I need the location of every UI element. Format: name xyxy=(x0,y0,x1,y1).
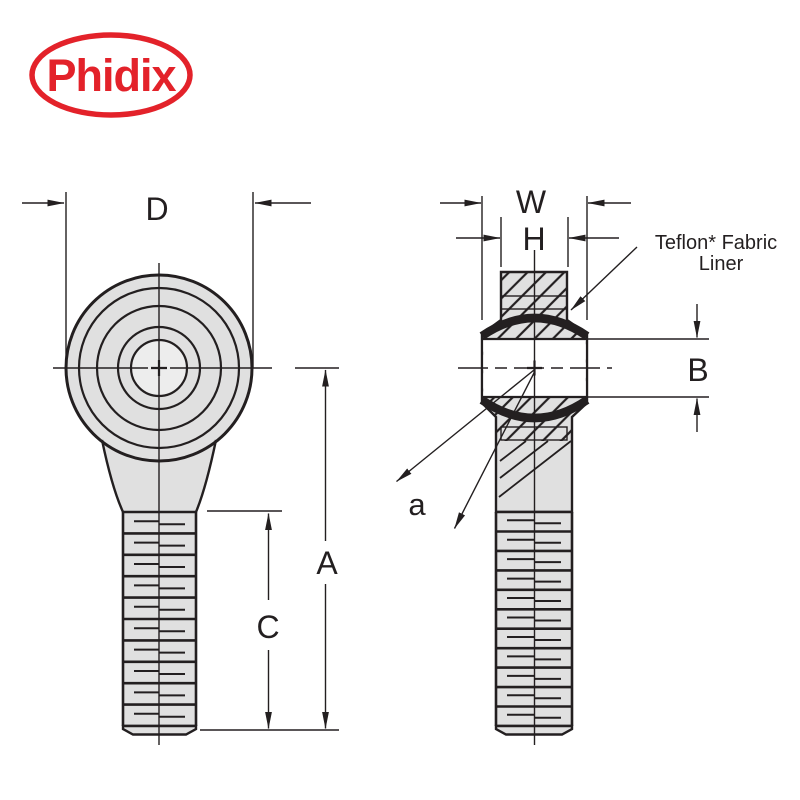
front-neck-right-edge xyxy=(194,439,218,513)
liner-leader-line xyxy=(570,246,638,311)
angle-a-upper-line xyxy=(396,369,535,483)
dim-housing-width: H xyxy=(456,217,619,267)
front-thread-sides xyxy=(121,512,198,726)
dim-head-diameter: D xyxy=(22,191,311,368)
dim-D-extension-lines xyxy=(65,192,254,368)
dim-misalignment-angle: a xyxy=(396,369,536,529)
dim-D-label: D xyxy=(145,191,168,227)
dim-A-label: A xyxy=(316,545,338,581)
front-center-mark xyxy=(151,360,167,376)
front-thread-crests xyxy=(134,520,185,718)
brand-logo: Phidix xyxy=(29,32,193,118)
section-thread-crests xyxy=(507,519,561,719)
dim-overall-length: A xyxy=(295,367,339,729)
dim-bore-diameter: B xyxy=(588,304,709,432)
dim-B-extension-lines xyxy=(588,338,709,398)
dim-H-label: H xyxy=(522,221,545,257)
liner-callout: Teflon* Fabric Liner xyxy=(570,232,777,311)
front-view xyxy=(53,263,272,745)
logo-text: Phidix xyxy=(46,50,176,101)
dim-W-extension-lines xyxy=(481,196,588,320)
liner-label-line2: Liner xyxy=(699,253,744,275)
liner-label-line1: Teflon* Fabric xyxy=(655,232,777,254)
front-neck-left-edge xyxy=(100,439,125,513)
dim-C-label: C xyxy=(256,609,279,645)
angle-a-label: a xyxy=(408,487,426,522)
side-section-view xyxy=(458,250,612,745)
angle-a-lower-line xyxy=(453,371,536,529)
section-thread-sides xyxy=(494,512,574,726)
logo-ellipse xyxy=(29,32,193,118)
dim-H-extension-lines xyxy=(500,217,569,267)
dim-B-label: B xyxy=(687,352,708,388)
dim-ball-width: W xyxy=(440,184,631,320)
dim-thread-length: C xyxy=(200,510,339,731)
dim-W-label: W xyxy=(516,184,547,220)
